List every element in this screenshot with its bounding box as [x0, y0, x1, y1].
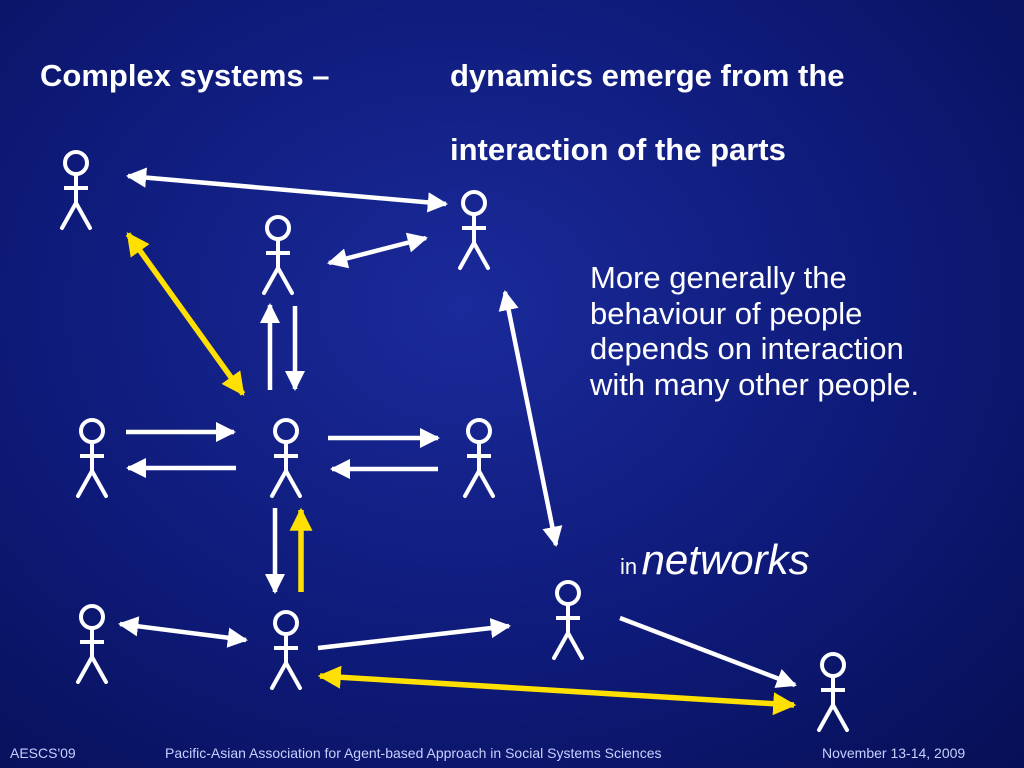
footer-organization: Pacific-Asian Association for Agent-base…	[165, 745, 662, 761]
person-icon	[458, 190, 490, 270]
slide-title-part-2: dynamics emerge from the	[450, 58, 845, 93]
person-icon	[463, 418, 495, 498]
arrow-icon	[125, 167, 449, 213]
person-icon	[270, 610, 302, 690]
in-label: in	[620, 554, 638, 579]
highlight-arrow-icon	[125, 232, 246, 396]
slide-title-part-3: interaction of the parts	[450, 132, 786, 167]
arrow-icon	[327, 232, 428, 269]
arrow-icon	[317, 618, 512, 651]
body-text: More generally the behaviour of people d…	[590, 260, 920, 402]
arrow-icon	[498, 290, 563, 547]
slide-footer: AESCS'09 Pacific-Asian Association for A…	[0, 745, 1024, 765]
networks-label: networks	[641, 536, 810, 583]
person-icon	[817, 652, 849, 732]
person-icon	[262, 215, 294, 295]
person-icon	[552, 580, 584, 660]
footer-conference: AESCS'09	[10, 745, 76, 761]
highlight-arrow-icon	[317, 665, 797, 716]
in-networks-caption: in networks	[620, 536, 810, 584]
arrow-icon	[117, 616, 249, 648]
slide-title-part-1: Complex systems –	[40, 58, 330, 93]
person-icon	[60, 150, 92, 230]
person-icon	[76, 418, 108, 498]
person-icon	[76, 604, 108, 684]
person-icon	[270, 418, 302, 498]
footer-date: November 13-14, 2009	[822, 745, 966, 761]
arrow-icon	[619, 615, 797, 688]
